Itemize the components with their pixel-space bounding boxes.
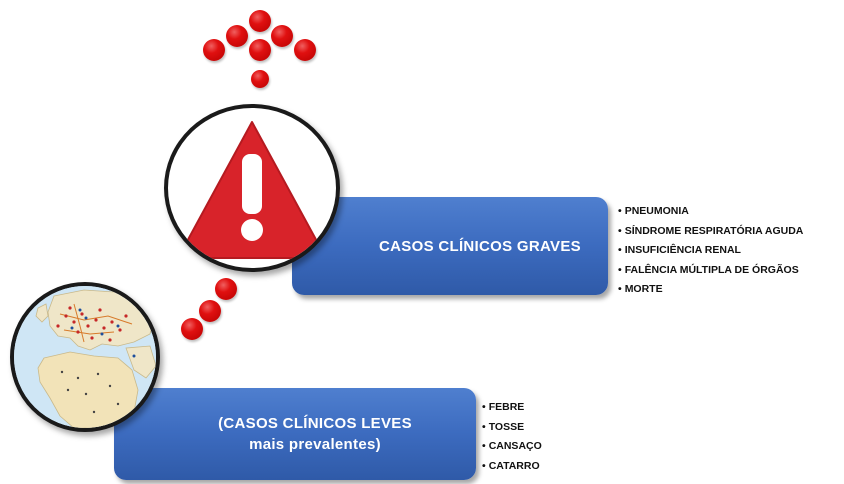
severe-cases-box: CASOS CLÍNICOS GRAVES	[292, 197, 608, 295]
warning-circle	[164, 104, 340, 272]
arrow-dot	[251, 70, 269, 88]
arrow-dot	[249, 10, 271, 32]
mild-symptoms-list: FEBRE TOSSE CANSAÇO CATARRO	[482, 398, 542, 476]
list-item: MORTE	[618, 280, 803, 300]
arrow-dot	[226, 25, 248, 47]
connector-dot	[215, 278, 237, 300]
arrow-dot	[271, 25, 293, 47]
connector-dot	[181, 318, 203, 340]
list-item: CANSAÇO	[482, 437, 542, 457]
list-item: SÍNDROME RESPIRATÓRIA AGUDA	[618, 222, 804, 242]
warning-triangle-icon	[177, 121, 327, 259]
list-item: PNEUMONIA	[618, 202, 803, 222]
arrow-dot	[249, 39, 271, 61]
list-item: FEBRE	[482, 398, 542, 418]
arrow-dot	[294, 39, 316, 61]
world-map-icon	[14, 286, 156, 428]
connector-dot	[199, 300, 221, 322]
severe-symptoms-list: PNEUMONIA SÍNDROME RESPIRATÓRIA AGUDA IN…	[618, 202, 804, 300]
list-item: FALÊNCIA MÚLTIPLA DE ÓRGÃOS	[618, 261, 803, 281]
globe-circle	[10, 282, 160, 432]
mild-cases-label-line2: mais prevalentes)	[249, 436, 381, 453]
list-item: INSUFICIÊNCIA RENAL	[618, 241, 803, 261]
list-item: CATARRO	[482, 457, 542, 477]
severe-cases-label: CASOS CLÍNICOS GRAVES	[379, 237, 581, 255]
arrow-dot	[203, 39, 225, 61]
mild-cases-box: (CASOS CLÍNICOS LEVES mais prevalentes)	[114, 388, 476, 480]
mild-cases-label-line1: (CASOS CLÍNICOS LEVES	[218, 415, 412, 432]
list-item: TOSSE	[482, 418, 542, 438]
